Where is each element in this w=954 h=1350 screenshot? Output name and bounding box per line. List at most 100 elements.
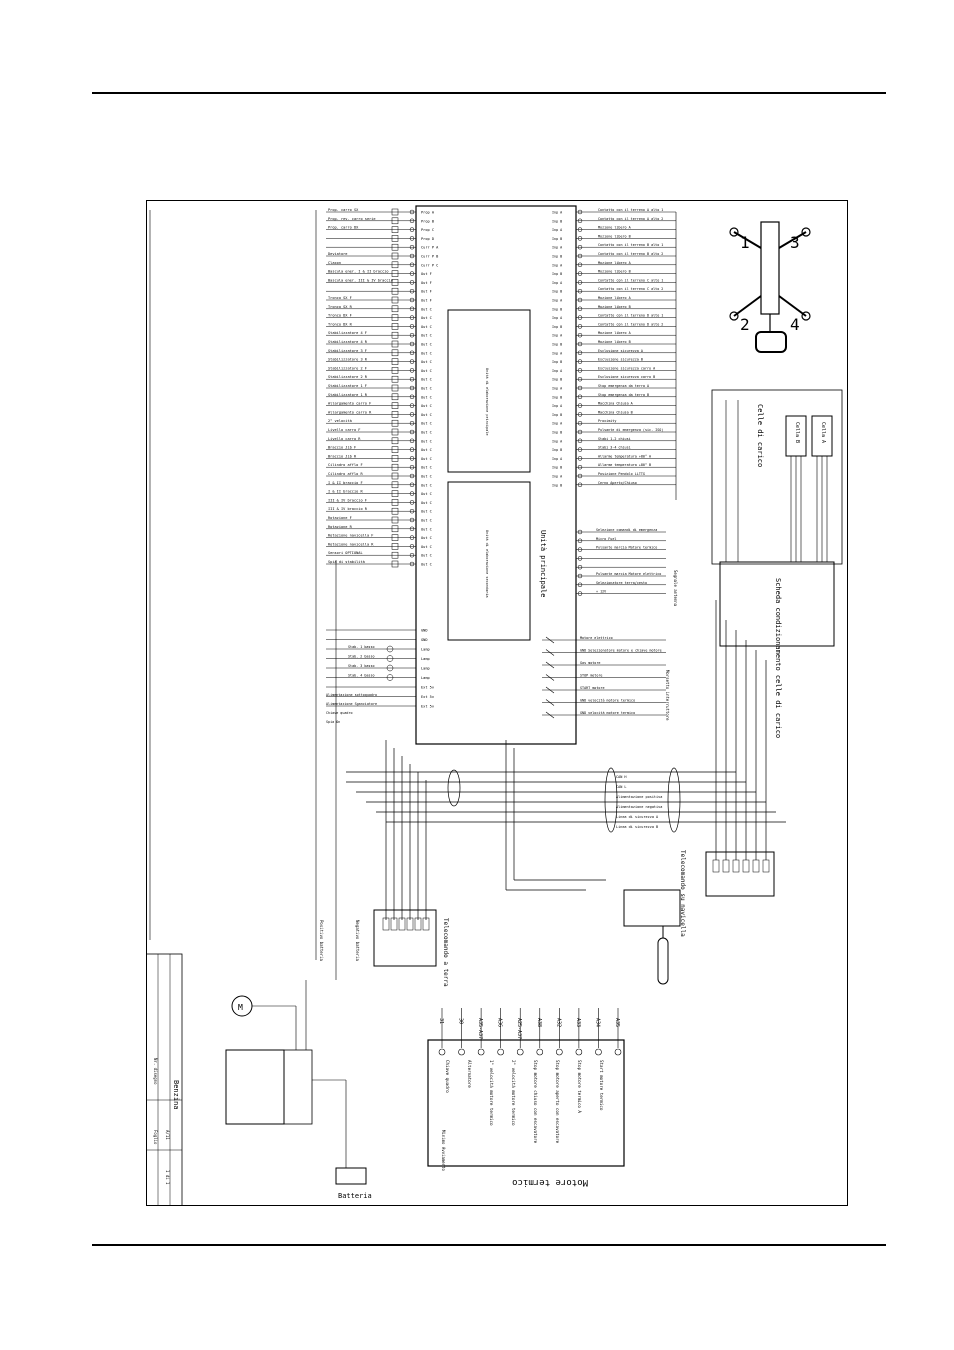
input-label: Allargamento carro R: [328, 410, 372, 414]
fuse-icon: [391, 323, 399, 330]
output-label: Cerno Aperto/Chiuso: [598, 481, 637, 485]
wire-label-group: Morsetto interruttore: [665, 670, 670, 721]
relay-label: Gas motore: [580, 661, 600, 665]
input-label: Claxon: [328, 261, 341, 265]
terminal-icon: [577, 385, 583, 391]
engine-pin-label-group: A36: [497, 1018, 503, 1027]
terminal-icon: [409, 464, 415, 470]
output-label: Contatto con il terreno C alto 2: [598, 287, 663, 291]
output-pin-label: Inp A: [552, 422, 562, 426]
fuse-icon: [391, 235, 399, 242]
input-label: Stabilizzatore 3 F: [328, 349, 367, 353]
misc-left-label: Spia On: [326, 720, 340, 724]
terminal-icon: [577, 547, 583, 552]
engine-signal-label: 1° velocità motore termico: [489, 1060, 494, 1126]
terminal-icon: [409, 262, 415, 268]
terminal-icon: [409, 438, 415, 444]
terminal-icon: [577, 218, 583, 224]
fuse-icon: [391, 463, 399, 471]
relay-label: START motore: [580, 686, 605, 690]
motor-label: M: [238, 1003, 243, 1012]
output-pin-label: Inp B: [552, 219, 562, 223]
input-pin-label: Out C: [421, 325, 432, 329]
terminal-icon: [409, 280, 415, 285]
bus-safety-b: Linea di sicurezza B: [616, 825, 658, 829]
output-label: Mozione libero B: [598, 305, 631, 309]
input-pin-label: Out C: [421, 343, 432, 347]
title-drawing-no-group: Nr. disegno: [153, 1058, 158, 1085]
output-label: Pulsante marcia Motore termico: [596, 546, 657, 550]
terminal-icon: [577, 315, 583, 320]
terminal-icon: [409, 447, 415, 452]
output-pin-label: Inp B: [552, 325, 562, 329]
bus-lines: [346, 767, 786, 833]
output-label: Stop emergenza da terra B: [598, 393, 649, 397]
relay-contact-icon: [545, 661, 555, 669]
terminal-icon: [577, 538, 583, 544]
main-unit-title-group: Unità principale: [539, 530, 547, 597]
engine-signal-group: Chiave quadro: [445, 1060, 450, 1093]
output-label: Selezionatore terra/cesto: [596, 581, 647, 585]
terminal-icon: [577, 280, 583, 285]
basket-remote-pins: [712, 859, 770, 873]
terminal-icon: [409, 491, 415, 496]
terminal-icon: [409, 368, 415, 373]
lower-left-pin: Ext 5v: [421, 695, 434, 699]
terminal-icon: [409, 535, 415, 540]
engine-alarm: Minimo Avviamento: [441, 1130, 446, 1172]
input-pin-label: Out C: [421, 527, 432, 531]
terminal-icon: [577, 324, 583, 329]
input-label: Tronco DX F: [328, 314, 352, 318]
input-label: Allargamento carro F: [328, 402, 371, 406]
engine-pin-icon: [595, 1048, 602, 1056]
terminal-icon: [577, 236, 583, 241]
terminal-icon: [409, 456, 415, 461]
basket-remote-title: Telecomando su navicella: [679, 850, 686, 937]
title-date-group: 1 di 1: [165, 1170, 170, 1185]
input-pin-label: Out C: [421, 316, 432, 320]
lower-left-pin: Lamp: [421, 667, 430, 671]
input-pin-label: Out C: [421, 466, 432, 470]
input-pin-label: Prop C: [421, 228, 434, 232]
starter-wires: [252, 980, 347, 1168]
remote-pin: [390, 917, 398, 931]
terminal-icon: [577, 438, 583, 444]
output-pin-label: Inp A: [552, 211, 562, 215]
fuse-icon: [391, 279, 399, 286]
output-label: Stabi 3-4 chiusi: [598, 446, 631, 450]
input-pin-label: Out F: [421, 281, 432, 285]
drawing-frame: [146, 200, 848, 1206]
input-pin-label: Out F: [421, 272, 432, 276]
output-pin-label: Inp A: [552, 369, 562, 373]
output-pin-label: Inp A: [552, 228, 562, 232]
terminal-icon: [409, 394, 415, 400]
output-label: Contatto con il terreno C alto 1: [598, 278, 663, 282]
engine-pin-label: A34: [594, 1018, 600, 1027]
engine-pin-label-group: A32: [555, 1018, 561, 1027]
output-pin-label: Inp A: [552, 439, 562, 443]
engine-alarm-group: Minimo Avviamento: [441, 1130, 446, 1172]
ground-remote-title: Telecomando a terra: [442, 918, 449, 987]
terminal-icon: [409, 403, 415, 408]
relay-contact-icon: [545, 636, 555, 644]
terminal-icon: [577, 429, 583, 435]
remote-pin: [414, 917, 422, 931]
secondary-processing-board: [447, 481, 531, 641]
engine-signal-group: 2° velocità motore termico: [511, 1060, 516, 1126]
output-pin-label: Inp A: [552, 404, 562, 408]
wiring-diagram-svg: Unità principale Unità di elaborazione p…: [145, 200, 848, 1207]
input-pin-label: Out C: [421, 307, 432, 311]
wire-label-switch: Morsetto interruttore: [665, 670, 670, 721]
terminal-icon: [577, 271, 583, 276]
output-pin-label: Inp B: [552, 413, 562, 417]
output-label: Mozione libero A: [598, 331, 631, 335]
fuse-icon: [391, 226, 399, 233]
input-pin-label: Out C: [421, 387, 432, 391]
input-pin-label: Out C: [421, 492, 432, 496]
engine-box: [427, 1039, 625, 1167]
engine-signal-group: 1° velocità motore termico: [489, 1060, 494, 1126]
input-label: Bascula ener. III & IV braccio: [328, 278, 393, 282]
terminal-icon: [409, 473, 415, 479]
terminal-icon: [409, 359, 415, 364]
